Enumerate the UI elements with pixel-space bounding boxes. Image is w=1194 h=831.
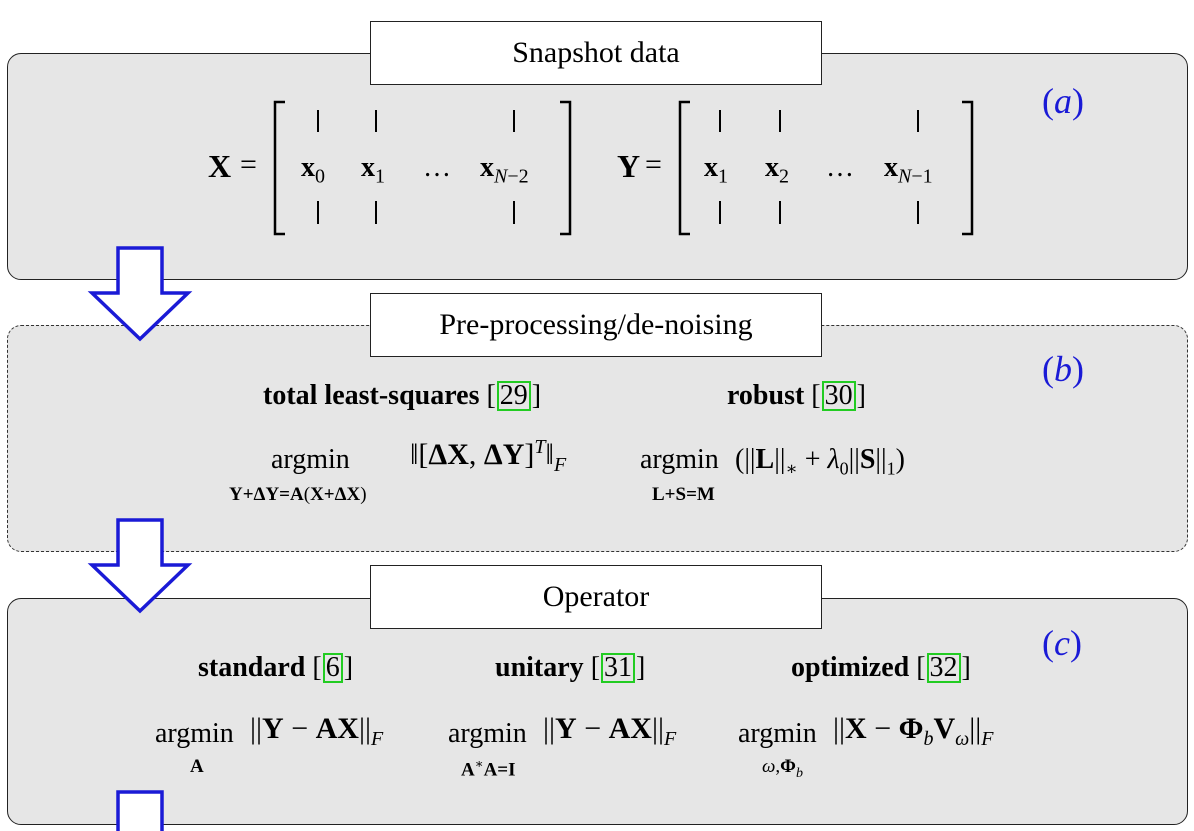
x-matrix-right-bracket — [560, 100, 572, 236]
y-matrix-ellipsis: … — [826, 152, 854, 183]
preprocessing-title: Pre-processing/de-noising — [370, 293, 822, 357]
method-heading-total-least-squares: total least-squares [29] — [263, 380, 542, 411]
citation-29[interactable]: 29 — [496, 381, 531, 411]
x-matrix-lhs: X — [208, 148, 232, 184]
x-matrix-col-last: xN−2 — [480, 152, 529, 188]
x-matrix-col-1: x1 — [361, 152, 385, 188]
equals-sign: = — [240, 148, 257, 181]
down-arrow-b-to-c — [87, 518, 193, 614]
y-matrix-col-0: x1 — [704, 152, 728, 188]
panel-c-tag: (c) — [1042, 623, 1082, 663]
y-matrix-col-last: xN−1 — [884, 152, 933, 188]
argmin-constraint: ω,Φb — [762, 756, 803, 781]
objective-expression: ||X − ΦbVω||F — [833, 712, 994, 750]
method-heading-optimized: optimized [32] — [791, 652, 971, 683]
panel-b-tag: (b) — [1042, 349, 1084, 389]
argmin-operator: argmin — [271, 444, 350, 475]
citation-32[interactable]: 32 — [926, 653, 961, 683]
objective-expression: ||Y − AX||F — [543, 712, 677, 750]
snapshot-data-title: Snapshot data — [370, 21, 822, 85]
objective-expression: ||Y − AX||F — [250, 712, 384, 750]
y-matrix-right-bracket — [962, 100, 974, 236]
preprocessing-panel — [7, 325, 1188, 552]
argmin-constraint: L+S=M — [652, 484, 715, 505]
objective-expression: (||L||∗ + λ0||S||1) — [735, 444, 905, 479]
x-matrix-col-0: x0 — [301, 152, 325, 188]
method-heading-robust: robust [30] — [727, 380, 866, 411]
panel-a-tag: (a) — [1042, 81, 1084, 121]
argmin-constraint: A — [190, 756, 204, 777]
citation-30[interactable]: 30 — [821, 381, 856, 411]
argmin-operator: argmin — [155, 718, 234, 749]
argmin-operator: argmin — [640, 444, 719, 475]
y-matrix-left-bracket — [678, 100, 690, 236]
equals-sign: = — [645, 148, 662, 181]
argmin-operator: argmin — [738, 718, 817, 749]
operator-panel — [7, 598, 1188, 825]
argmin-operator: argmin — [448, 718, 527, 749]
y-matrix-lhs: Y — [617, 148, 641, 184]
snapshot-data-panel — [7, 53, 1188, 280]
y-matrix-col-bars — [719, 110, 919, 224]
x-matrix-col-bars — [317, 110, 515, 224]
citation-6[interactable]: 6 — [322, 653, 343, 683]
down-arrow-a-to-b — [87, 246, 193, 342]
x-matrix-left-bracket — [273, 100, 285, 236]
method-heading-unitary: unitary [31] — [495, 652, 646, 683]
citation-31[interactable]: 31 — [601, 653, 636, 683]
norm-expression: ‖[ΔX, ΔY]T‖F — [410, 436, 567, 476]
down-arrow-c-continuation — [116, 790, 164, 831]
operator-title: Operator — [370, 565, 822, 629]
method-heading-standard: standard [6] — [198, 652, 354, 683]
argmin-constraint: Y+ΔY=A(X+ΔX) — [229, 484, 367, 505]
y-matrix-col-1: x2 — [765, 152, 789, 188]
argmin-constraint: A∗A=I — [461, 756, 516, 781]
x-matrix-ellipsis: … — [423, 152, 451, 183]
